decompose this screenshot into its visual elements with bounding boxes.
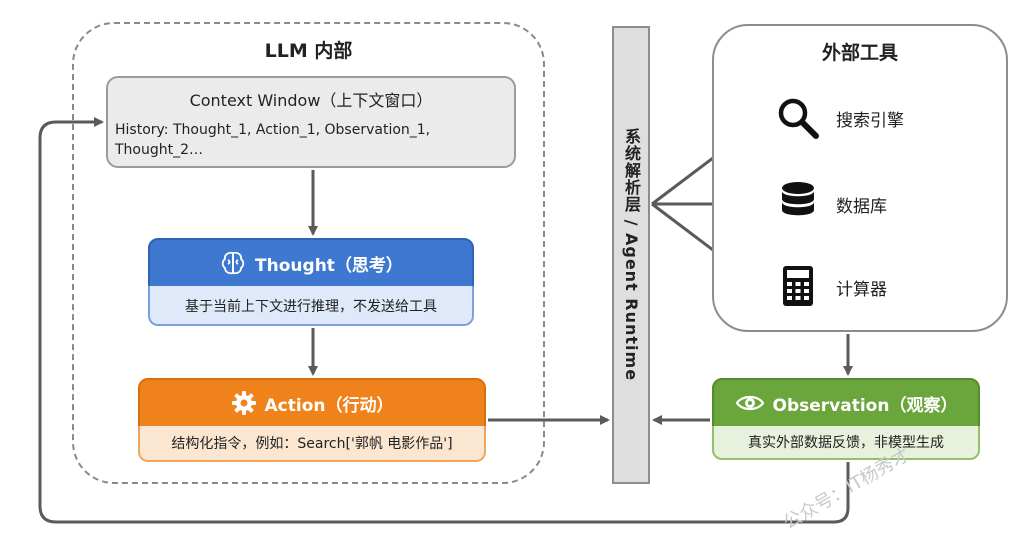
context-history-line-2: Thought_2… [115, 142, 204, 158]
context-history-line-1: History: Thought_1, Action_1, Observatio… [115, 122, 431, 138]
thought-description: 基于当前上下文进行推理，不发送给工具 [185, 299, 437, 315]
agent-runtime-bar [612, 26, 650, 484]
action-body-box [138, 426, 486, 462]
llm-internal-region [72, 22, 545, 484]
observation-body-box [712, 426, 980, 460]
tool-database-label: 数据库 [836, 197, 887, 217]
eye-icon [735, 395, 764, 411]
arrow-feedback-loop [38, 117, 850, 524]
context-window-title: Context Window（上下文窗口） [189, 91, 433, 110]
external-tools-box [712, 24, 1008, 332]
observation-header: Observation（观察） [712, 378, 980, 428]
calculator-icon [783, 266, 813, 306]
thought-header: Thought（思考） [148, 238, 474, 288]
thought-body-box [148, 286, 474, 326]
context-window-box [106, 76, 516, 168]
tool-search-engine-label: 搜索引擎 [836, 111, 904, 131]
tool-calculator-label: 计算器 [836, 280, 887, 300]
external-tools-title: 外部工具 [821, 42, 898, 64]
database-icon [782, 182, 814, 216]
action-description: 结构化指令，例如：Search['郭帆 电影作品'] [171, 436, 453, 452]
observation-label: Observation（观察） [772, 395, 958, 416]
context-history-text: History: Thought_1, Action_1, Observatio… [115, 120, 510, 160]
action-header: Action（行动） [138, 378, 486, 428]
brain-icon [221, 251, 245, 275]
action-label: Action（行动） [264, 395, 394, 416]
gear-icon [231, 391, 256, 415]
thought-label: Thought（思考） [255, 255, 403, 276]
agent-runtime-label: 系统解析层 / Agent Runtime [622, 128, 641, 382]
observation-description: 真实外部数据反馈，非模型生成 [748, 435, 944, 451]
action-header-box [138, 378, 486, 428]
thought-header-box [148, 238, 474, 288]
llm-region-title: LLM 内部 [264, 40, 353, 62]
magnifier-icon [778, 98, 819, 139]
